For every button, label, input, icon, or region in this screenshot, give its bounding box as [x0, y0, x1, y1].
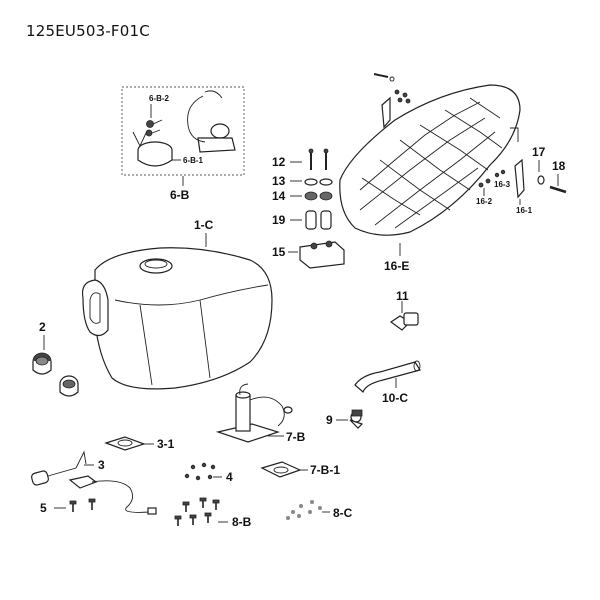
- washers-8-C[interactable]: [286, 500, 322, 520]
- diagram-title: 125EU503-F01C: [26, 22, 150, 40]
- label-7-B: 7-B: [286, 430, 306, 444]
- fuel-tank[interactable]: [81, 247, 273, 390]
- label-17: 17: [532, 145, 546, 159]
- pump-gasket[interactable]: [260, 461, 302, 478]
- label-8-B: 8-B: [232, 515, 252, 529]
- connector-11[interactable]: [389, 312, 419, 331]
- label-13: 13: [272, 174, 286, 188]
- label-7-B-1: 7-B-1: [310, 463, 340, 477]
- washers-13[interactable]: [304, 178, 333, 186]
- washers-14[interactable]: [304, 191, 333, 201]
- fuel-pump[interactable]: [215, 383, 293, 443]
- screws-8-B[interactable]: [174, 497, 220, 526]
- label-16-1: 16-1: [516, 206, 533, 215]
- label-5: 5: [40, 501, 47, 515]
- label-6-B-2: 6-B-2: [149, 94, 170, 103]
- label-4: 4: [226, 470, 233, 484]
- label-6-B: 6-B: [170, 188, 190, 202]
- label-19: 19: [272, 213, 286, 227]
- block-15[interactable]: [299, 240, 345, 269]
- label-16-E: 16-E: [384, 259, 409, 273]
- label-6-B-1: 6-B-1: [183, 156, 204, 165]
- screws-5[interactable]: [69, 498, 96, 512]
- fuel-valve-9[interactable]: [349, 409, 364, 429]
- bolts-12[interactable]: [308, 148, 329, 170]
- label-14: 14: [272, 189, 286, 203]
- seat-bracket-rear[interactable]: [478, 158, 567, 199]
- label-8-C: 8-C: [333, 506, 353, 520]
- label-9: 9: [326, 413, 333, 427]
- label-3-1: 3-1: [157, 437, 175, 451]
- spacers-19[interactable]: [305, 210, 332, 230]
- label-1-C: 1-C: [194, 218, 214, 232]
- fuel-level-sender[interactable]: [31, 450, 157, 515]
- label-12: 12: [272, 155, 286, 169]
- label-3: 3: [98, 458, 105, 472]
- label-18: 18: [552, 159, 566, 173]
- seat-bracket-front[interactable]: [373, 73, 411, 129]
- sender-gasket[interactable]: [104, 436, 146, 451]
- fuel-hose[interactable]: [354, 360, 421, 394]
- label-2: 2: [39, 320, 46, 334]
- label-10-C: 10-C: [382, 391, 408, 405]
- nuts-4[interactable]: [184, 462, 216, 481]
- label-15: 15: [272, 245, 286, 259]
- label-11: 11: [396, 289, 409, 303]
- label-16-2: 16-2: [476, 197, 493, 206]
- seat[interactable]: [339, 84, 521, 236]
- fuel-cap-group[interactable]: 6-B-2 6-B-1: [121, 86, 245, 176]
- label-16-3: 16-3: [494, 180, 511, 189]
- rubber-plugs[interactable]: [32, 352, 79, 397]
